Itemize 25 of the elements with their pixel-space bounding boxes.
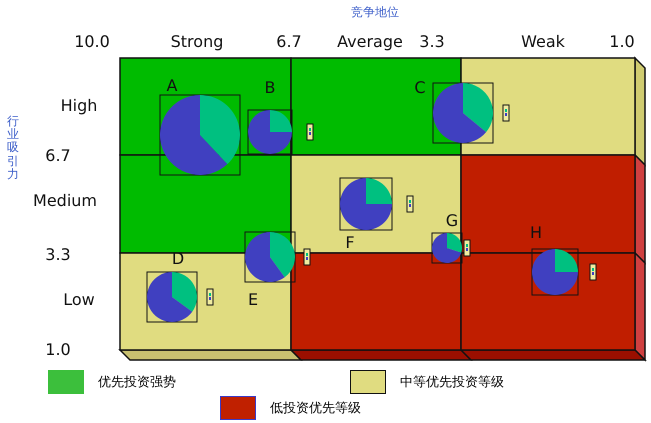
- axis-category: Weak: [521, 34, 565, 50]
- axis-category: Strong: [170, 34, 224, 50]
- pie-label: A: [166, 78, 178, 94]
- axis-value: 6.7: [276, 34, 302, 50]
- axis-value: 1.0: [609, 34, 635, 50]
- legend-label: 低投资优先等级: [270, 400, 361, 417]
- axis-value: 10.0: [74, 34, 110, 50]
- pie-label: G: [446, 213, 458, 229]
- legend-label: 优先投资强势: [98, 374, 176, 391]
- axis-value: 6.7: [45, 148, 71, 164]
- axis-value: 3.3: [45, 247, 71, 263]
- legend-label: 中等优先投资等级: [400, 374, 504, 391]
- axis-category: Medium: [33, 193, 97, 209]
- axis-value: 3.3: [419, 34, 445, 50]
- axis-title: 行业吸引力: [7, 115, 19, 181]
- axis-category: High: [60, 98, 98, 114]
- axis-value: 1.0: [45, 342, 71, 358]
- axis-category: Average: [337, 34, 403, 50]
- pie-label: H: [530, 225, 542, 241]
- axis-category: Low: [63, 292, 95, 308]
- pie-label: F: [345, 235, 355, 251]
- pie-label: E: [248, 292, 258, 308]
- pie-label: C: [414, 80, 426, 96]
- axis-title: 竞争地位: [351, 6, 399, 18]
- pie-label: B: [264, 80, 276, 96]
